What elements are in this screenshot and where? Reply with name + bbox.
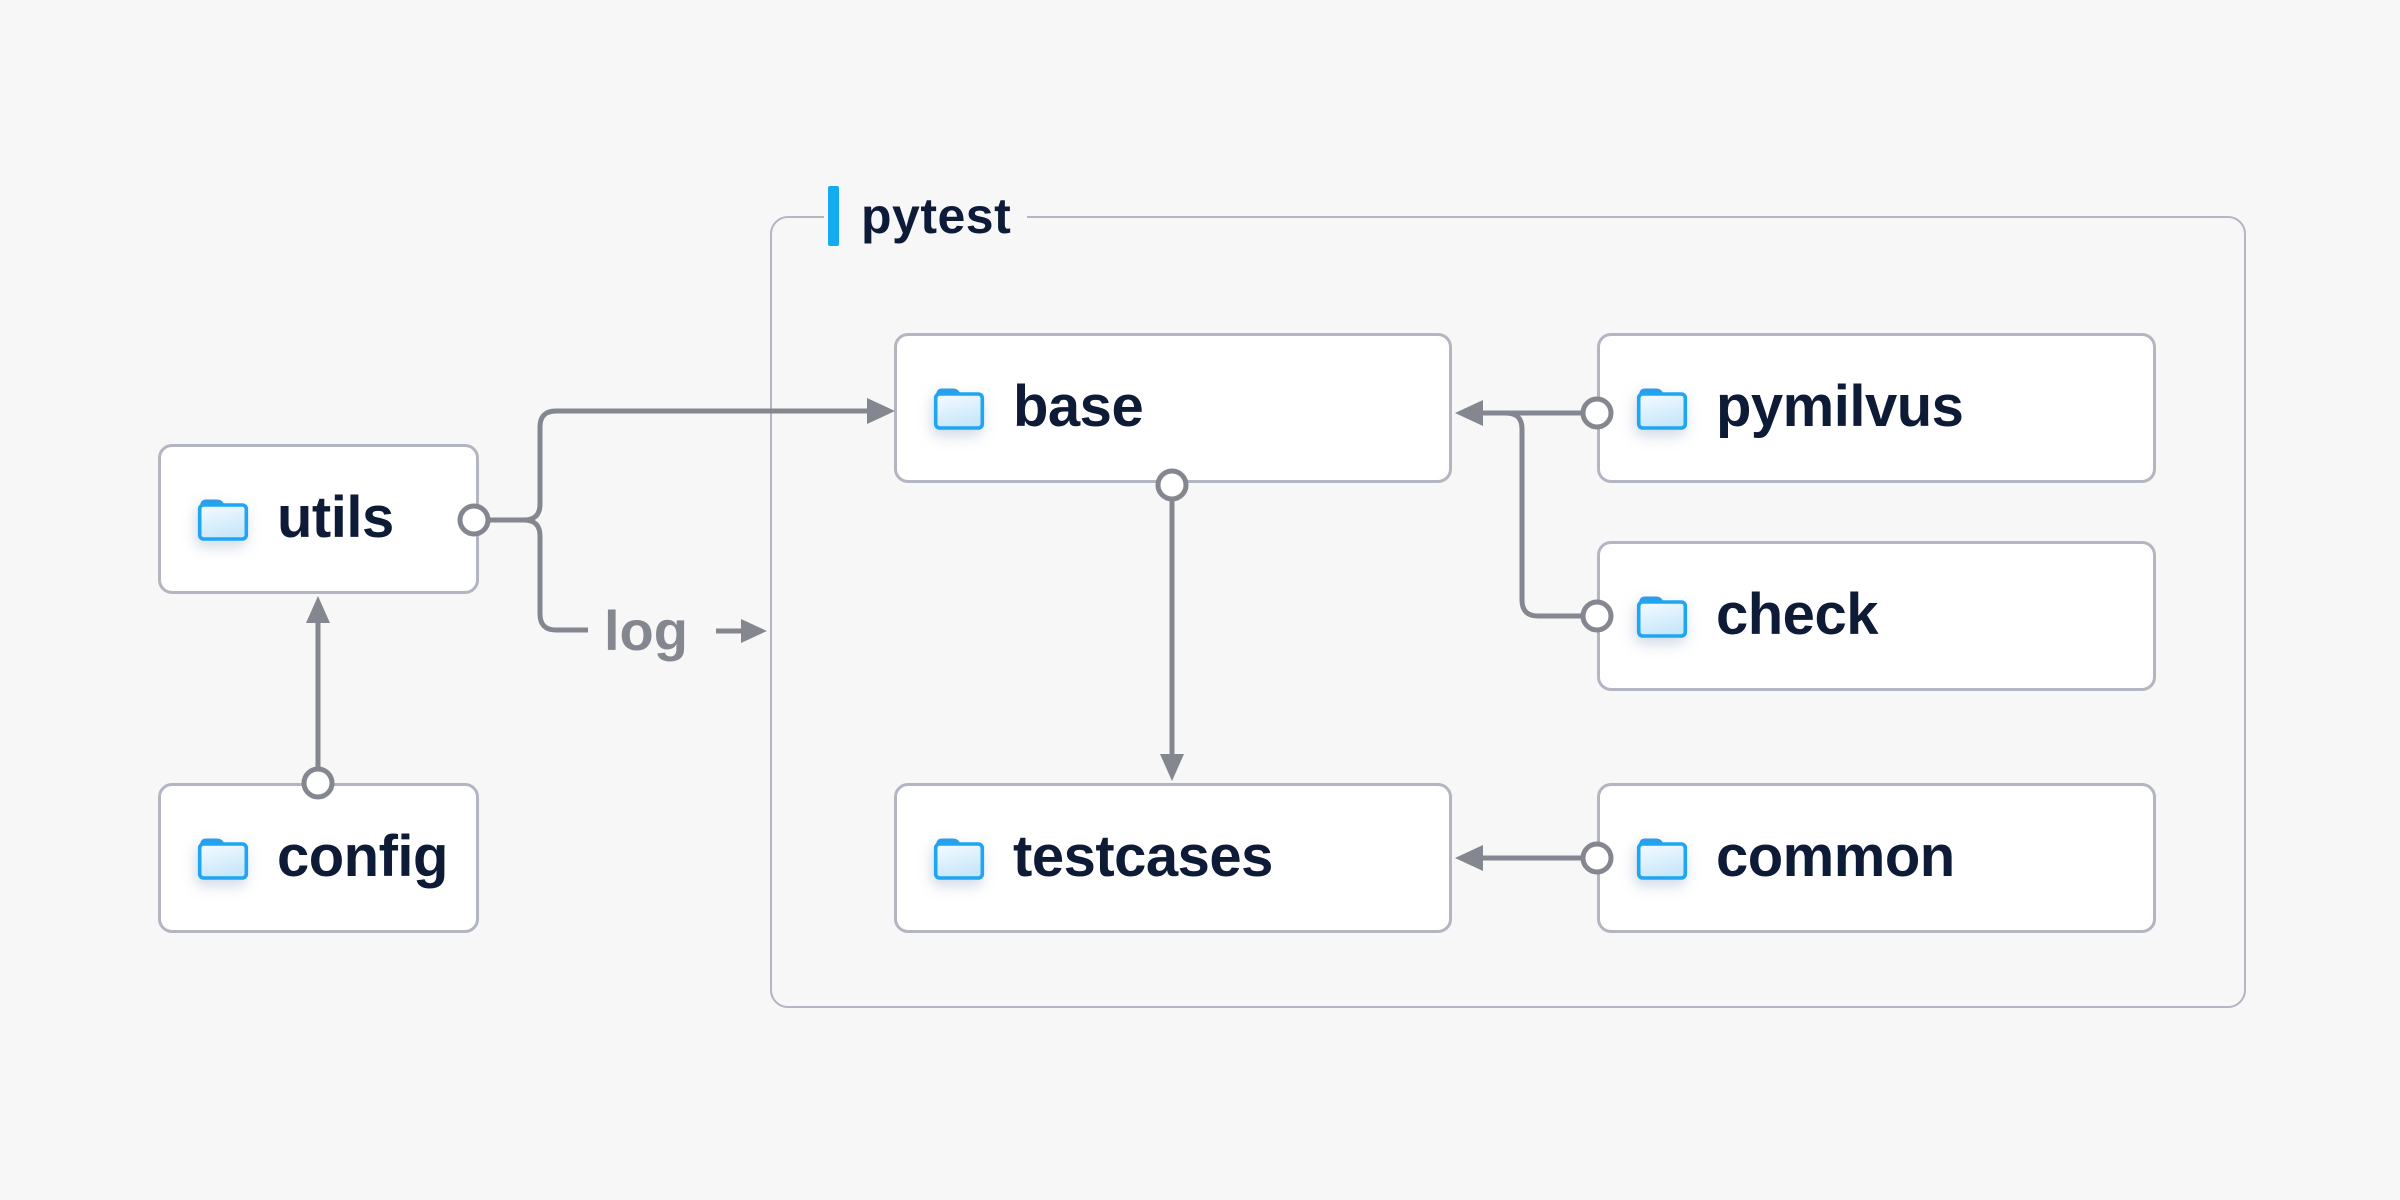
arrowhead-up-icon [306, 596, 330, 623]
edge-label-log: log [604, 599, 688, 662]
node-testcases-label: testcases [1013, 823, 1273, 889]
folder-icon [1634, 383, 1690, 433]
group-pytest [770, 216, 2246, 1008]
node-base: base [894, 333, 1452, 483]
node-common: common [1597, 783, 2156, 933]
node-base-label: base [1013, 373, 1144, 439]
node-pymilvus: pymilvus [1597, 333, 2156, 483]
folder-icon [195, 494, 251, 544]
folder-icon [931, 383, 987, 433]
folder-icon [1634, 591, 1690, 641]
edge-config-to-utils [301, 596, 335, 800]
node-utils-label: utils [277, 484, 394, 550]
node-testcases: testcases [894, 783, 1452, 933]
node-pymilvus-label: pymilvus [1716, 373, 1964, 439]
arrowhead-right-icon [741, 619, 767, 643]
node-common-label: common [1716, 823, 1955, 889]
group-title: pytest [861, 188, 1012, 244]
node-utils: utils [158, 444, 479, 594]
folder-icon [1634, 833, 1690, 883]
node-config-label: config [277, 823, 448, 889]
node-check: check [1597, 541, 2156, 691]
group-pytest-label: pytest [824, 186, 1028, 246]
node-config: config [158, 783, 479, 933]
accent-bar [828, 186, 839, 246]
folder-icon [195, 833, 251, 883]
node-check-label: check [1716, 581, 1878, 647]
folder-icon [931, 833, 987, 883]
